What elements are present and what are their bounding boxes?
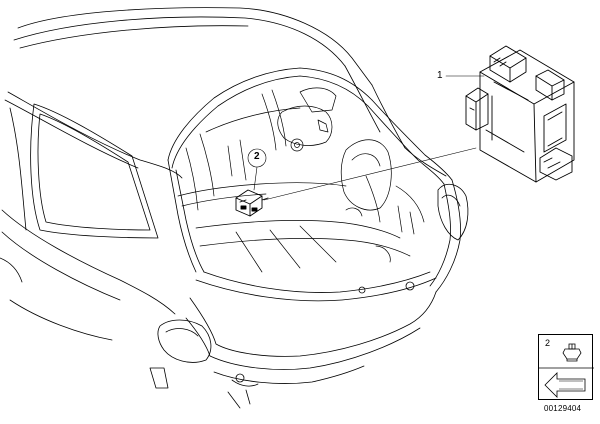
tailgate-opening (149, 67, 469, 409)
legend-box: 2 (538, 334, 594, 400)
arrow-icon (544, 372, 586, 398)
reference-id: 00129404 (544, 404, 582, 413)
callout-part-1: 1 (437, 70, 443, 81)
callout-part-2: 2 (254, 151, 260, 162)
control-unit (465, 45, 575, 183)
vehicle-rear-outline (0, 7, 447, 341)
legend-item-number: 2 (545, 338, 551, 348)
luggage-compartment (177, 87, 425, 273)
small-component (235, 189, 269, 217)
clip-nut-icon (562, 343, 582, 362)
leader-lines (247, 75, 485, 201)
legend-graphics (539, 343, 594, 398)
